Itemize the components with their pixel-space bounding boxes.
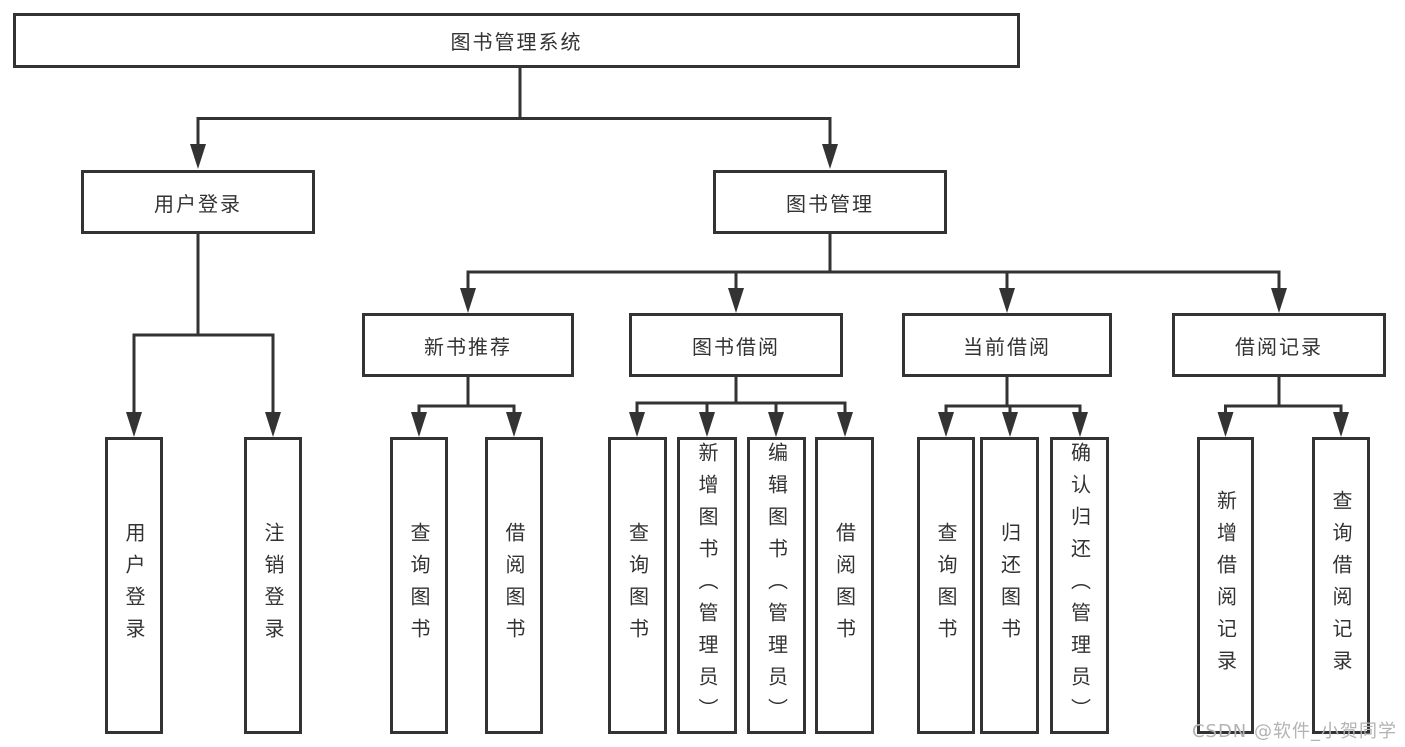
leaf-logout-label: 注销登录: [261, 521, 285, 650]
leaf-rec-borrow-books: 借阅图书: [485, 437, 543, 734]
leaf-user-login: 用户登录: [105, 437, 163, 734]
leaf-bb-query-books-label: 查询图书: [625, 521, 650, 650]
node-book-management: 图书管理: [713, 170, 947, 234]
leaf-rec-query-books: 查询图书: [390, 437, 448, 734]
node-new-book-recommend: 新书推荐: [362, 313, 574, 377]
node-borrow-records: 借阅记录: [1172, 313, 1386, 377]
leaf-bb-add-books-admin-label: 新增图书（管理员）: [695, 441, 719, 730]
leaf-bb-add-books-admin: 新增图书（管理员）: [677, 437, 737, 734]
leaf-cb-confirm-return-admin: 确认归还（管理员）: [1050, 437, 1109, 734]
node-new-book-recommend-label: 新书推荐: [424, 334, 512, 359]
leaf-logout: 注销登录: [244, 437, 302, 734]
leaf-br-query-record: 查询借阅记录: [1312, 437, 1370, 734]
csdn-watermark: CSDN @软件_小贺同学: [1191, 721, 1397, 742]
node-book-borrow-label: 图书借阅: [692, 334, 780, 359]
node-current-borrow: 当前借阅: [902, 313, 1112, 377]
connector-arrowheads: [126, 144, 1349, 437]
leaf-bb-query-books: 查询图书: [608, 437, 667, 734]
leaf-bb-edit-books-admin-label: 编辑图书（管理员）: [764, 441, 789, 730]
leaf-br-add-record: 新增借阅记录: [1197, 437, 1254, 734]
leaf-cb-return-books: 归还图书: [980, 437, 1039, 734]
leaf-cb-confirm-return-admin-label: 确认归还（管理员）: [1067, 441, 1092, 730]
leaf-cb-query-books-label: 查询图书: [934, 521, 958, 650]
node-library-management-system-label: 图书管理系统: [450, 30, 583, 54]
node-book-management-label: 图书管理: [786, 191, 874, 216]
leaf-br-query-record-label: 查询借阅记录: [1329, 489, 1353, 682]
node-user-login-label: 用户登录: [154, 191, 242, 216]
leaf-rec-borrow-books-label: 借阅图书: [502, 521, 526, 650]
leaf-cb-return-books-label: 归还图书: [997, 521, 1022, 650]
node-user-login: 用户登录: [81, 170, 315, 234]
node-library-management-system: 图书管理系统: [13, 13, 1020, 68]
leaf-rec-query-books-label: 查询图书: [407, 521, 431, 650]
leaf-user-login-label: 用户登录: [122, 521, 146, 650]
node-book-borrow: 图书借阅: [629, 313, 843, 377]
leaf-bb-edit-books-admin: 编辑图书（管理员）: [747, 437, 806, 734]
leaf-bb-borrow-books: 借阅图书: [815, 437, 874, 734]
node-borrow-records-label: 借阅记录: [1235, 334, 1323, 359]
leaf-cb-query-books: 查询图书: [917, 437, 975, 734]
node-current-borrow-label: 当前借阅: [963, 334, 1051, 359]
leaf-br-add-record-label: 新增借阅记录: [1213, 489, 1238, 682]
leaf-bb-borrow-books-label: 借阅图书: [832, 521, 857, 650]
